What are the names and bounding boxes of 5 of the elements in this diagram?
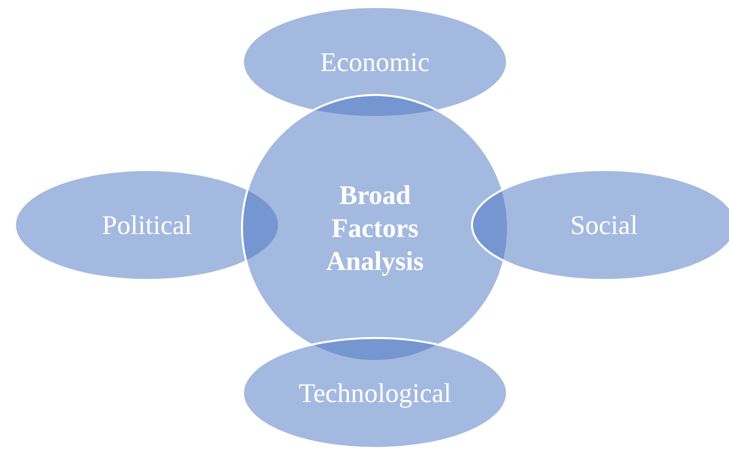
center-label: Broad Factors Analysis [325, 178, 425, 278]
factor-label: Political [102, 208, 192, 242]
factor-label: Social [570, 208, 638, 242]
factor-label: Technological [298, 376, 452, 410]
factor-label: Economic [320, 46, 430, 78]
